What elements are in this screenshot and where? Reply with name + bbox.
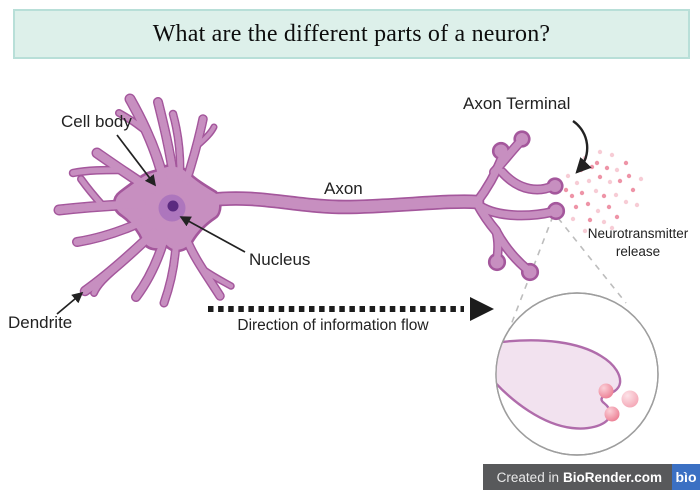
axon-label: Axon	[324, 179, 363, 198]
neurotransmitter-dots	[563, 149, 644, 234]
dendrite-arrow	[56, 291, 84, 315]
synaptic-terminal-zoom	[496, 339, 622, 430]
magnifier-rim	[495, 292, 659, 456]
nucleus-label: Nucleus	[249, 250, 311, 269]
nucleus-shape	[158, 194, 186, 222]
badge-brand: BioRender.com	[562, 469, 662, 485]
biorender-badge[interactable]: Created in BioRender.com bìo	[482, 464, 700, 490]
biorender-badge-text: Created in BioRender.com	[482, 464, 672, 490]
nucleus-arrow	[179, 216, 246, 253]
dendrite-label: Dendrite	[8, 313, 73, 332]
terminal-bulbs	[490, 133, 563, 279]
cell-body-label: Cell body	[61, 112, 132, 131]
page-title: What are the different parts of a neuron…	[152, 20, 551, 47]
neurotransmitter-release-label: Neurotransmitter release	[587, 226, 689, 259]
title-box: What are the different parts of a neuron…	[13, 9, 690, 59]
direction-arrow	[208, 297, 494, 321]
direction-of-flow-label: Direction of information flow	[237, 317, 429, 334]
cell-body-arrow	[116, 134, 157, 187]
badge-created-in: Created in	[496, 469, 559, 485]
biorender-logo-icon: bìo	[672, 464, 700, 490]
vesicles	[598, 383, 639, 422]
axon-terminal-arrow	[572, 120, 592, 174]
axon-terminal-label: Axon Terminal	[463, 94, 571, 113]
neuron	[59, 99, 566, 303]
